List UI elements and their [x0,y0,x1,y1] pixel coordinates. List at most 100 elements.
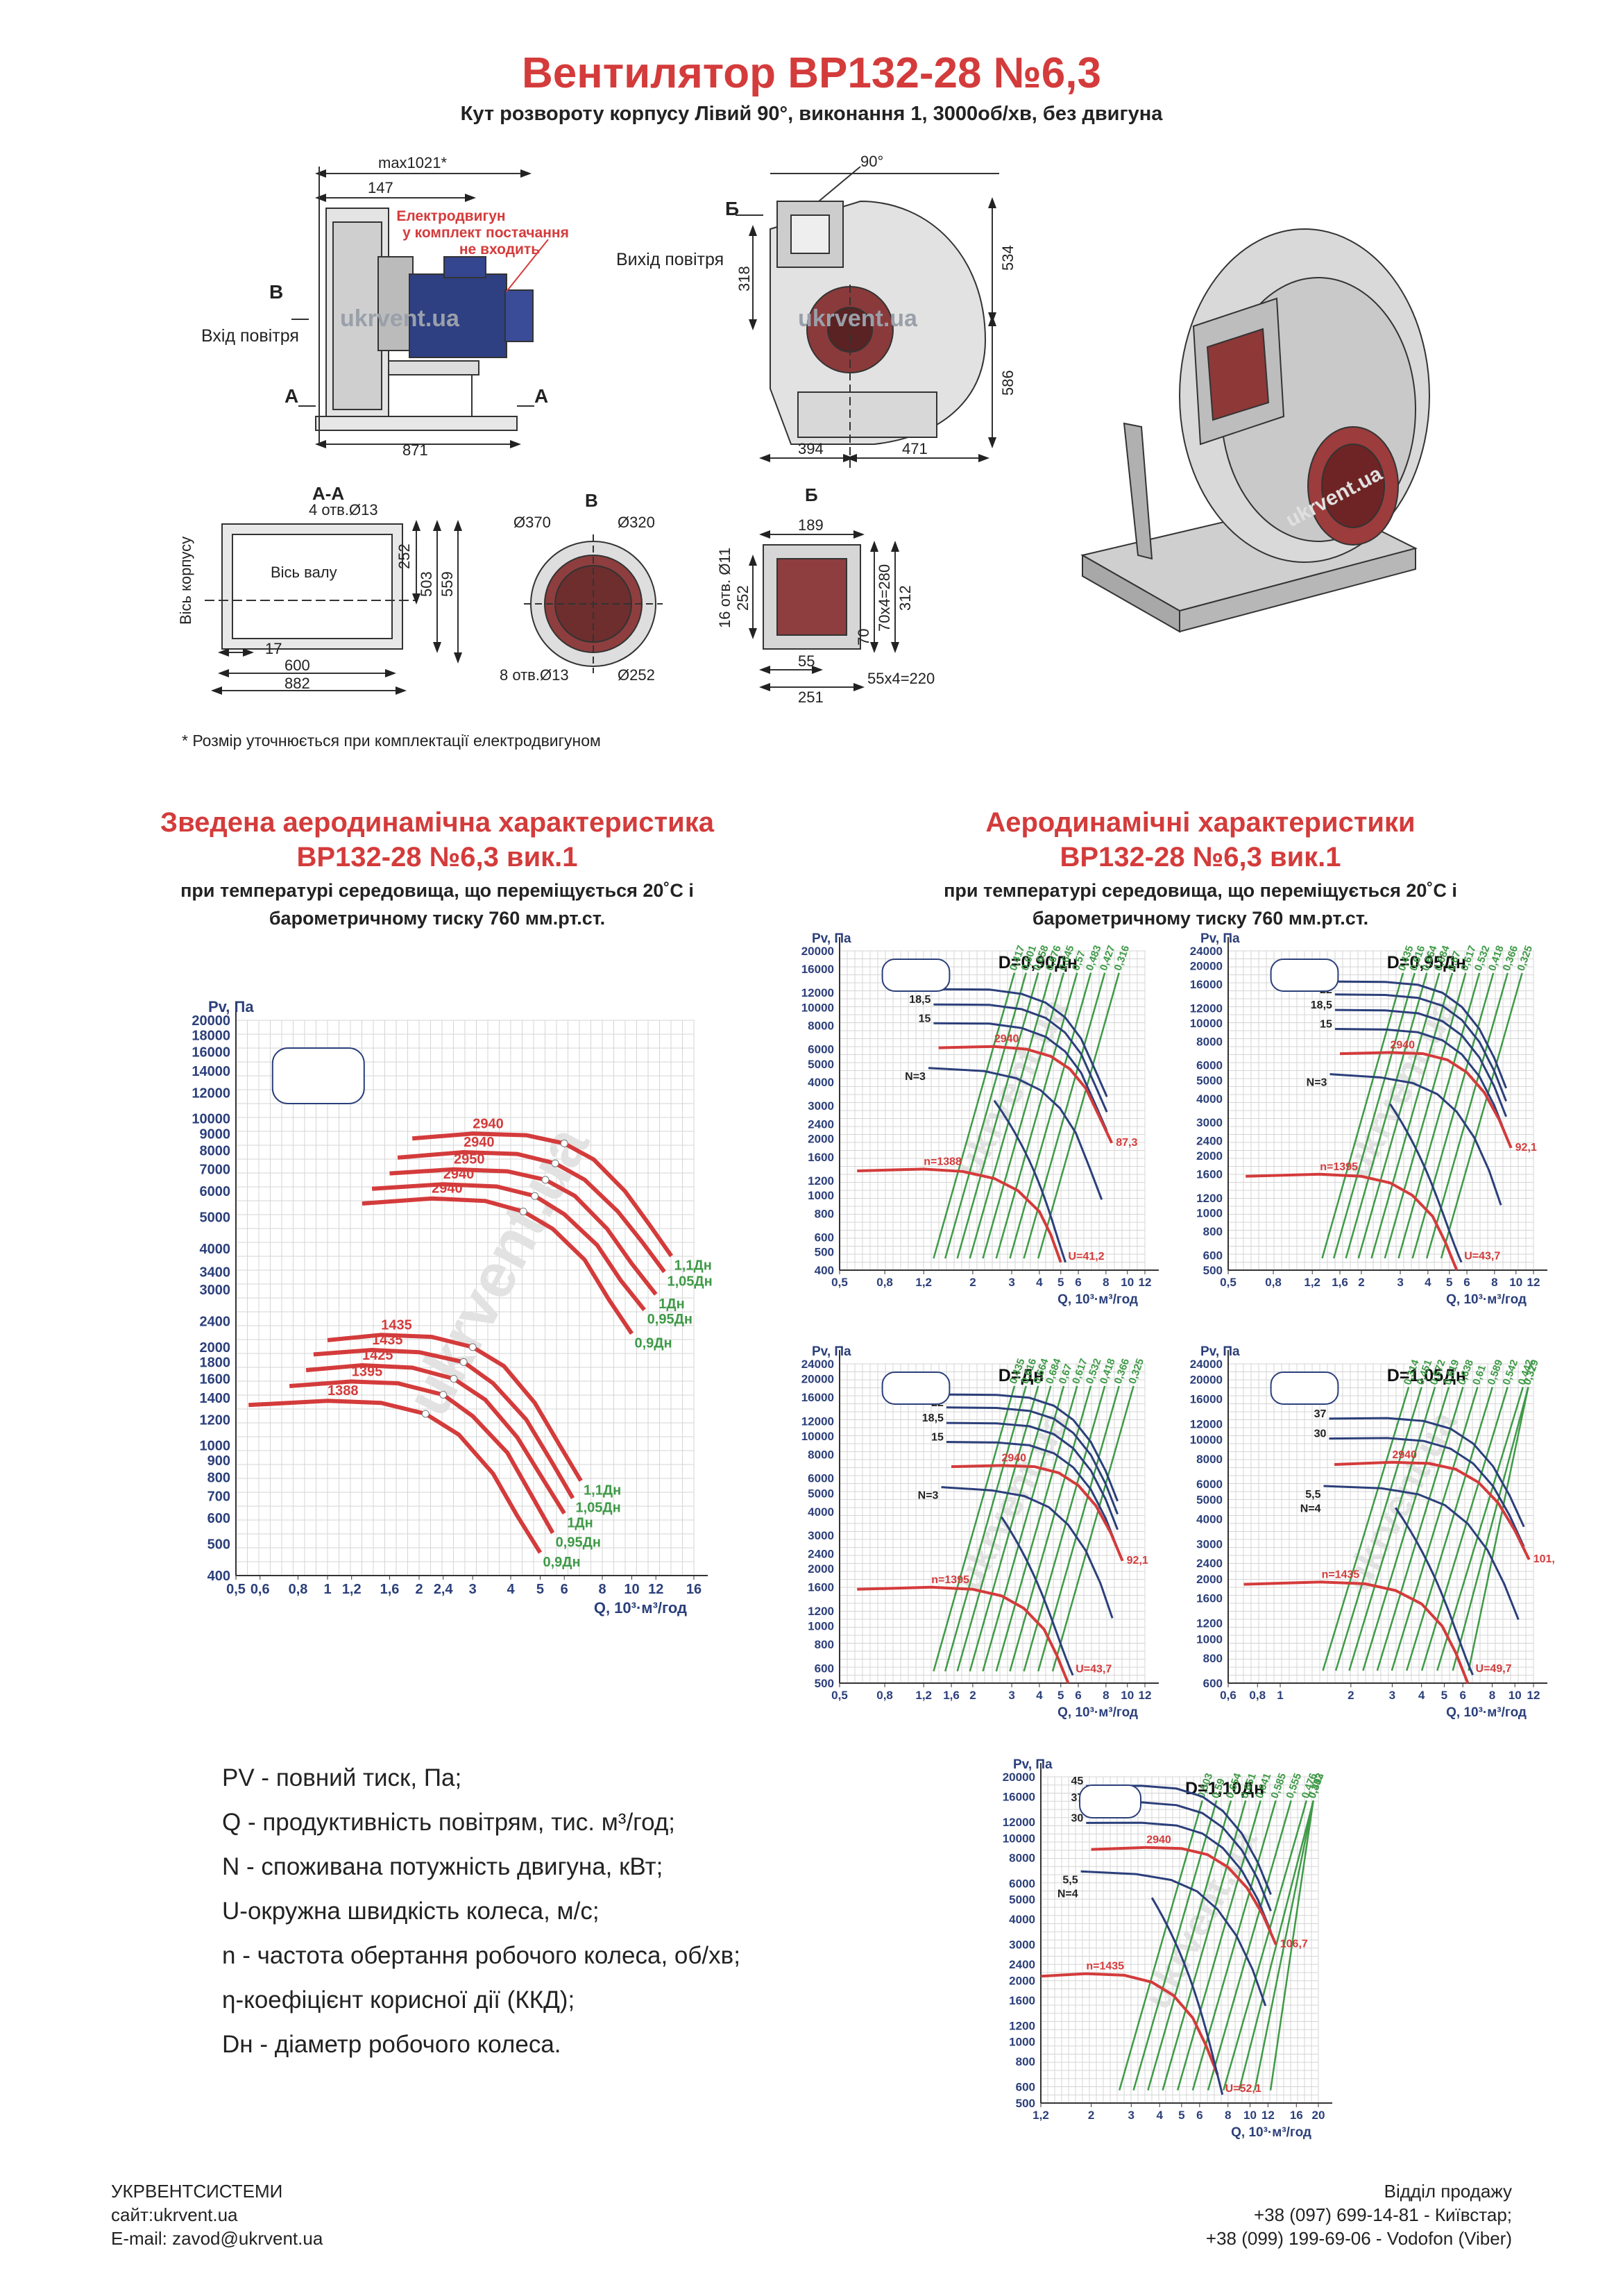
y-tick-label: 500 [815,1246,834,1259]
y-axis-label: Pv, Па [1200,931,1240,946]
x-tick-label: 1,2 [342,1582,362,1597]
power-curve [946,1421,1119,1530]
x-tick-label: 12 [1527,1689,1540,1702]
chart-title: D=Дн [999,1366,1044,1385]
power-curve [1086,1801,1272,1911]
u-label: U=41,2 [1069,1251,1105,1263]
sales-phone-1[interactable]: +38 (097) 699-14-81 - Київстар; [1253,2204,1512,2225]
y-tick-label: 2000 [808,1562,834,1576]
y-tick-label: 14000 [192,1064,230,1079]
rpm-curve [938,1045,1114,1144]
y-tick-label: 4000 [200,1242,231,1257]
x-tick-label: 2 [969,1276,976,1289]
optimum-point [551,1159,559,1167]
dim-147: 147 [368,179,393,196]
sales-phone-2[interactable]: +38 (099) 199-69-06 - Vodofon (Viber) [1205,2228,1512,2249]
rpm-label: 2940 [1392,1449,1417,1461]
efficiency-line [1391,1387,1479,1671]
power-curve [1329,1073,1502,1206]
x-tick-label: 1,6 [943,1689,960,1702]
rpm-curve [1246,1172,1459,1271]
y-tick-label: 600 [207,1511,230,1526]
power-n-label: 5,5 [1062,1874,1078,1886]
y-tick-label: 16000 [801,963,834,976]
dim-471: 471 [902,440,928,457]
summary-sub-2: барометричному тиску 760 мм.рт.ст. [269,908,606,929]
efficiency-line [933,972,1016,1259]
y-tick-label: 4000 [808,1505,834,1519]
footer-company: УКРВЕНТСИСТЕМИ сайт:ukrvent.ua E-mail: z… [111,2179,323,2250]
rpm-curve [1243,1580,1470,1684]
y-axis-label: Pv, Па [1200,1344,1240,1359]
rpm-label: 2940 [1001,1452,1026,1464]
y-tick-label: 10000 [1190,1017,1223,1030]
y-tick-label: 1200 [200,1412,231,1428]
power-n-label: N=3 [1307,1077,1327,1089]
x-tick-label: 8 [1225,2109,1231,2122]
b-d55: 55 [798,652,815,670]
company-site[interactable]: сайт:ukrvent.ua [111,2204,238,2225]
chart-title: D=0,90Дн [999,953,1078,972]
axis-shaft: Вісь валу [271,564,337,581]
optimum-point [421,1410,430,1418]
power-label: 15 [919,1013,931,1024]
x-tick-label: 1,2 [915,1276,932,1289]
x-tick-label: 1,2 [1033,2109,1049,2122]
sales-title: Відділ продажу [1384,2181,1512,2202]
chart-title: D=1,05Дн [1387,1366,1466,1385]
legend-item: N - споживана потужність двигуна, кВт; [222,1853,663,1880]
summary-title-2: ВР132-28 №6,3 вик.1 [296,842,578,872]
y-tick-label: 8000 [1196,1453,1223,1466]
x-tick-label: 0,6 [1220,1689,1237,1702]
company-email[interactable]: E-mail: zavod@ukrvent.ua [111,2228,323,2249]
y-tick-label: 1000 [1196,1207,1223,1220]
v-d252: Ø252 [618,666,655,684]
x-tick-label: 6 [1075,1689,1081,1702]
y-tick-label: 800 [815,1638,834,1651]
y-tick-label: 20000 [1190,1374,1223,1387]
y-axis-label: Pv, Па [1013,1757,1053,1772]
footer-sales: Відділ продажу +38 (097) 699-14-81 - Киї… [1206,2179,1512,2250]
y-tick-label: 2400 [1196,1557,1223,1570]
efficiency-line [1440,972,1523,1259]
b-d312: 312 [897,585,914,611]
company-logo [1270,1371,1339,1405]
section-aa [205,520,462,695]
rpm-label: 2940 [443,1167,475,1182]
front-view [736,166,999,472]
y-tick-label: 1200 [1196,1617,1223,1630]
efficiency-line [1037,1385,1120,1672]
v-title: В [585,490,598,511]
power-curve [1329,1417,1525,1528]
x-tick-label: 3 [1008,1689,1014,1702]
efficiency-line [1348,1387,1436,1671]
rpm-curve [327,1333,583,1482]
y-tick-label: 3000 [808,1099,834,1113]
efficiency-line [1332,972,1416,1259]
power-label: 18,5 [922,1412,944,1424]
efficiency-line [944,1385,1027,1672]
y-tick-label: 2000 [1196,1149,1223,1163]
motor-note-2: у комплект постачання [402,225,569,241]
dim-max-len: max1021* [378,154,448,171]
rpm-label: 1435 [381,1317,412,1333]
rpm-curve [389,1167,658,1296]
v-holes: 8 отв.Ø13 [500,666,569,684]
x-tick-label: 10 [1121,1276,1134,1289]
optimum-point [459,1358,468,1366]
b-d280: 70x4=280 [876,564,893,632]
y-tick-label: 3000 [1196,1116,1223,1129]
y-axis-label: Pv, Па [812,1344,851,1359]
y-tick-label: 20000 [801,1373,834,1386]
optimum-point [560,1139,568,1147]
dim-534: 534 [999,245,1017,271]
power-curve [1329,1437,1525,1548]
y-tick-label: 3000 [808,1529,834,1542]
speed-curve [993,1099,1067,1263]
rpm-label: 2940 [464,1135,495,1150]
y-tick-label: 1200 [1009,2019,1035,2032]
watermark-side: ukrvent.ua [340,305,460,332]
